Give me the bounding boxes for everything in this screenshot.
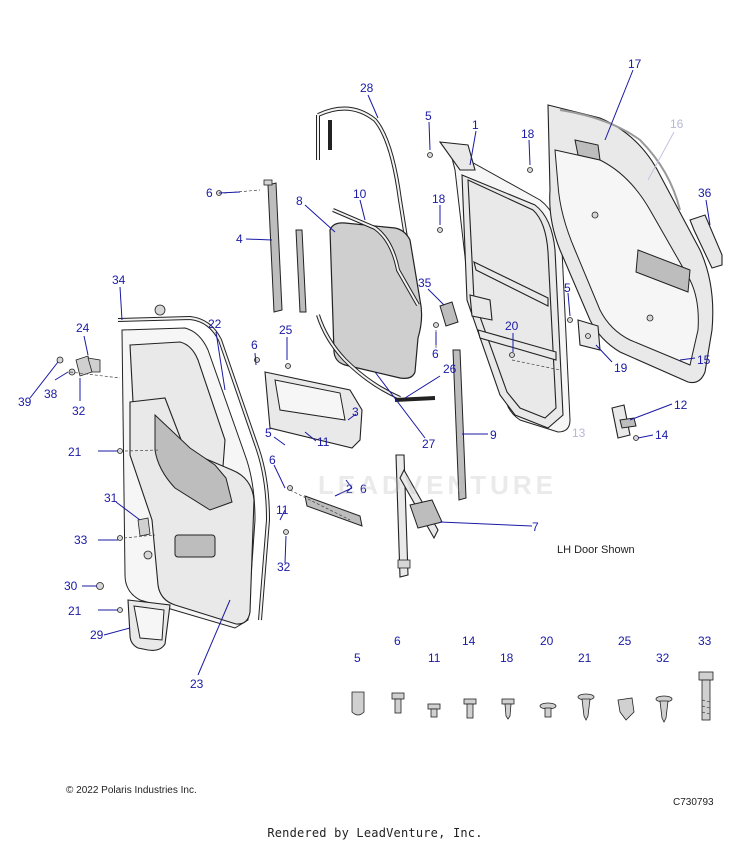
callout-25: 25 [279, 323, 293, 337]
part-beltline-strip [332, 208, 420, 306]
callout-24: 24 [76, 321, 90, 335]
callout-17: 17 [628, 57, 642, 71]
callout-21b: 21 [68, 604, 82, 618]
callout-29: 29 [90, 628, 104, 642]
legend-clip-5 [351, 691, 365, 716]
diagram-code: C730793 [673, 797, 714, 808]
part-latch-bracket [577, 319, 601, 351]
callout-5a: 5 [425, 109, 432, 123]
callout-23: 23 [190, 677, 204, 691]
part-pull-handle [689, 214, 723, 269]
legend-screw-18 [501, 698, 515, 720]
callout-5b: 5 [564, 281, 571, 295]
callout-32b: 32 [277, 560, 291, 574]
part-bracket-35 [439, 301, 459, 327]
legend-bolt-6 [391, 692, 405, 714]
callout-27: 27 [422, 437, 436, 451]
part-rear-channel [263, 179, 283, 313]
callout-28: 28 [360, 81, 374, 95]
legend-bolt-33 [698, 671, 714, 721]
legend-pin-21 [577, 693, 595, 721]
callout-33: 33 [74, 533, 88, 547]
callout-22: 22 [208, 317, 222, 331]
callout-7: 7 [532, 520, 539, 534]
callout-32a: 32 [72, 404, 86, 418]
legend-label-6: 6 [394, 634, 401, 648]
part-door-seal-16 [559, 109, 681, 211]
callout-8: 8 [296, 194, 303, 208]
callout-12: 12 [674, 398, 688, 412]
callout-3: 3 [352, 405, 359, 419]
part-door-frame [438, 141, 571, 433]
legend-label-18: 18 [500, 651, 514, 665]
callout-39: 39 [18, 395, 32, 409]
part-latch [611, 404, 637, 439]
callout-4: 4 [236, 232, 243, 246]
callout-20: 20 [505, 319, 519, 333]
callout-35: 35 [418, 276, 432, 290]
legend-screw-11 [427, 703, 441, 718]
callout-1: 1 [472, 118, 479, 132]
callout-19: 19 [614, 361, 628, 375]
part-window-glass [329, 222, 423, 379]
callout-5c: 5 [265, 426, 272, 440]
leader-lines [29, 69, 711, 676]
callout-2: 2 [346, 482, 353, 496]
part-glass-run-channel [316, 106, 410, 251]
callout-34: 34 [112, 273, 126, 287]
part-hinge-bracket [75, 355, 101, 377]
callout-6a: 6 [206, 186, 213, 200]
part-front-run [452, 349, 467, 501]
callout-13: 13 [572, 426, 586, 440]
rendered-by-footer: Rendered by LeadVenture, Inc. [267, 826, 483, 840]
callout-10: 10 [353, 187, 367, 201]
callout-14: 14 [655, 428, 669, 442]
part-regulator-panel [264, 371, 363, 449]
legend-label-20: 20 [540, 634, 554, 648]
callout-16: 16 [670, 117, 684, 131]
callout-18b: 18 [432, 192, 446, 206]
part-window-regulator [395, 454, 443, 578]
callout-30: 30 [64, 579, 78, 593]
part-map-pocket-bracket [137, 517, 153, 560]
callout-11b: 11 [276, 503, 289, 517]
callout-21a: 21 [68, 445, 82, 459]
callout-18a: 18 [521, 127, 535, 141]
legend-label-11: 11 [428, 651, 441, 665]
watermark-text: LEADVENTURE [318, 470, 558, 500]
legend-label-32: 32 [656, 651, 670, 665]
legend-clip-25 [617, 697, 635, 721]
hardware-legend [351, 671, 714, 723]
callout-26: 26 [443, 362, 457, 376]
callout-6b: 6 [251, 338, 258, 352]
view-note: LH Door Shown [557, 544, 635, 556]
callout-labels: 1 2 3 4 5 5 5 6 6 6 6 6 7 8 9 10 11 11 1… [18, 57, 712, 691]
callout-15: 15 [697, 353, 711, 367]
callout-9: 9 [490, 428, 497, 442]
callout-11a: 11 [317, 435, 330, 449]
callout-6e: 6 [360, 482, 367, 496]
callout-31: 31 [104, 491, 118, 505]
legend-label-25: 25 [618, 634, 632, 648]
part-lower-seal [316, 314, 436, 402]
legend-screw-20 [539, 702, 557, 718]
copyright-notice: © 2022 Polaris Industries Inc. [66, 785, 197, 796]
callout-6c: 6 [269, 453, 276, 467]
legend-screw-14 [463, 698, 477, 719]
part-inner-panel [129, 397, 255, 625]
part-storage-pocket [127, 599, 171, 651]
legend-screw-32 [655, 695, 673, 723]
legend-label-33: 33 [698, 634, 712, 648]
callout-6d: 6 [432, 347, 439, 361]
part-lower-bar [304, 495, 363, 527]
part-inner-trim-panel [547, 104, 714, 384]
part-inner-strip [295, 229, 307, 313]
legend-label-5: 5 [354, 651, 361, 665]
legend-label-21: 21 [578, 651, 592, 665]
callout-38: 38 [44, 387, 58, 401]
part-fasteners [56, 152, 639, 613]
callout-36: 36 [698, 186, 712, 200]
legend-label-14: 14 [462, 634, 476, 648]
